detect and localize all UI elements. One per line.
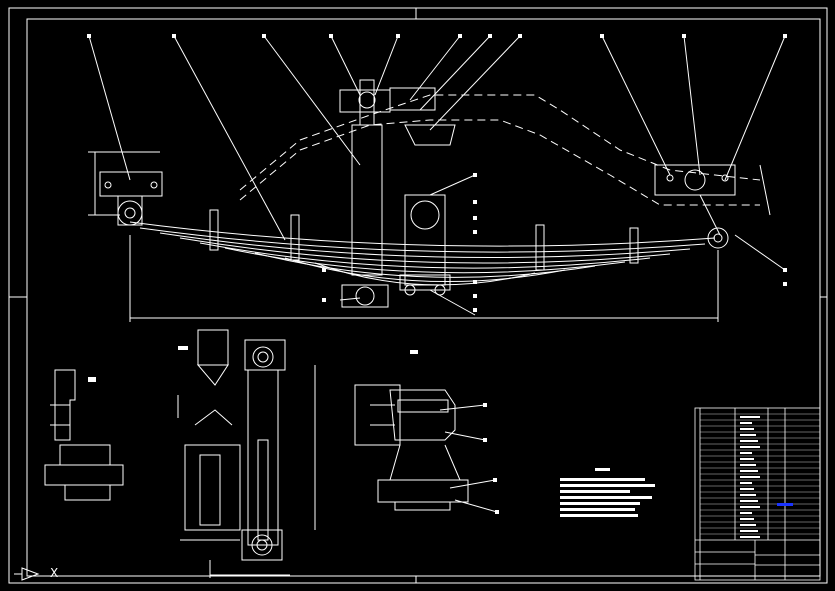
part-callout-leaders xyxy=(88,35,786,513)
parts-list-row-text xyxy=(740,452,752,454)
parts-list-row-text xyxy=(740,512,752,514)
part-balloons xyxy=(87,34,787,514)
parts-list-row-text xyxy=(740,470,758,472)
parts-list-row-text xyxy=(740,428,754,430)
sheet-border xyxy=(8,7,828,584)
parts-list-row-text xyxy=(740,536,760,538)
leaf-spring-assembly-view xyxy=(88,79,771,322)
parts-list-row-text xyxy=(740,530,758,532)
technical-notes xyxy=(560,468,655,517)
parts-list-row-text xyxy=(740,440,758,442)
parts-list-row-text xyxy=(740,464,756,466)
parts-list-row-text xyxy=(740,488,754,490)
parts-list-row-text xyxy=(740,524,756,526)
parts-list-row-text xyxy=(740,458,754,460)
parts-list-row-text xyxy=(740,446,760,448)
ucs-x-axis-label: X xyxy=(50,566,59,580)
parts-list-rows xyxy=(700,413,820,538)
detail-view-shock-absorber xyxy=(177,329,316,578)
detail-view-rubber-buffer xyxy=(354,384,469,511)
parts-list-row-text xyxy=(740,494,756,496)
parts-list-row-text xyxy=(740,500,758,502)
parts-list-row-text xyxy=(740,422,752,424)
parts-list-row-text xyxy=(740,506,760,508)
parts-list-row-text xyxy=(740,482,752,484)
parts-list-row-text xyxy=(740,416,760,418)
detail-view-bracket xyxy=(44,369,124,501)
parts-list-row-text xyxy=(740,518,754,520)
highlighted-entry xyxy=(777,503,793,506)
ucs-icon xyxy=(14,567,40,581)
parts-list-row-text xyxy=(740,434,756,436)
title-block xyxy=(694,407,821,581)
parts-list-row-text xyxy=(740,476,760,478)
